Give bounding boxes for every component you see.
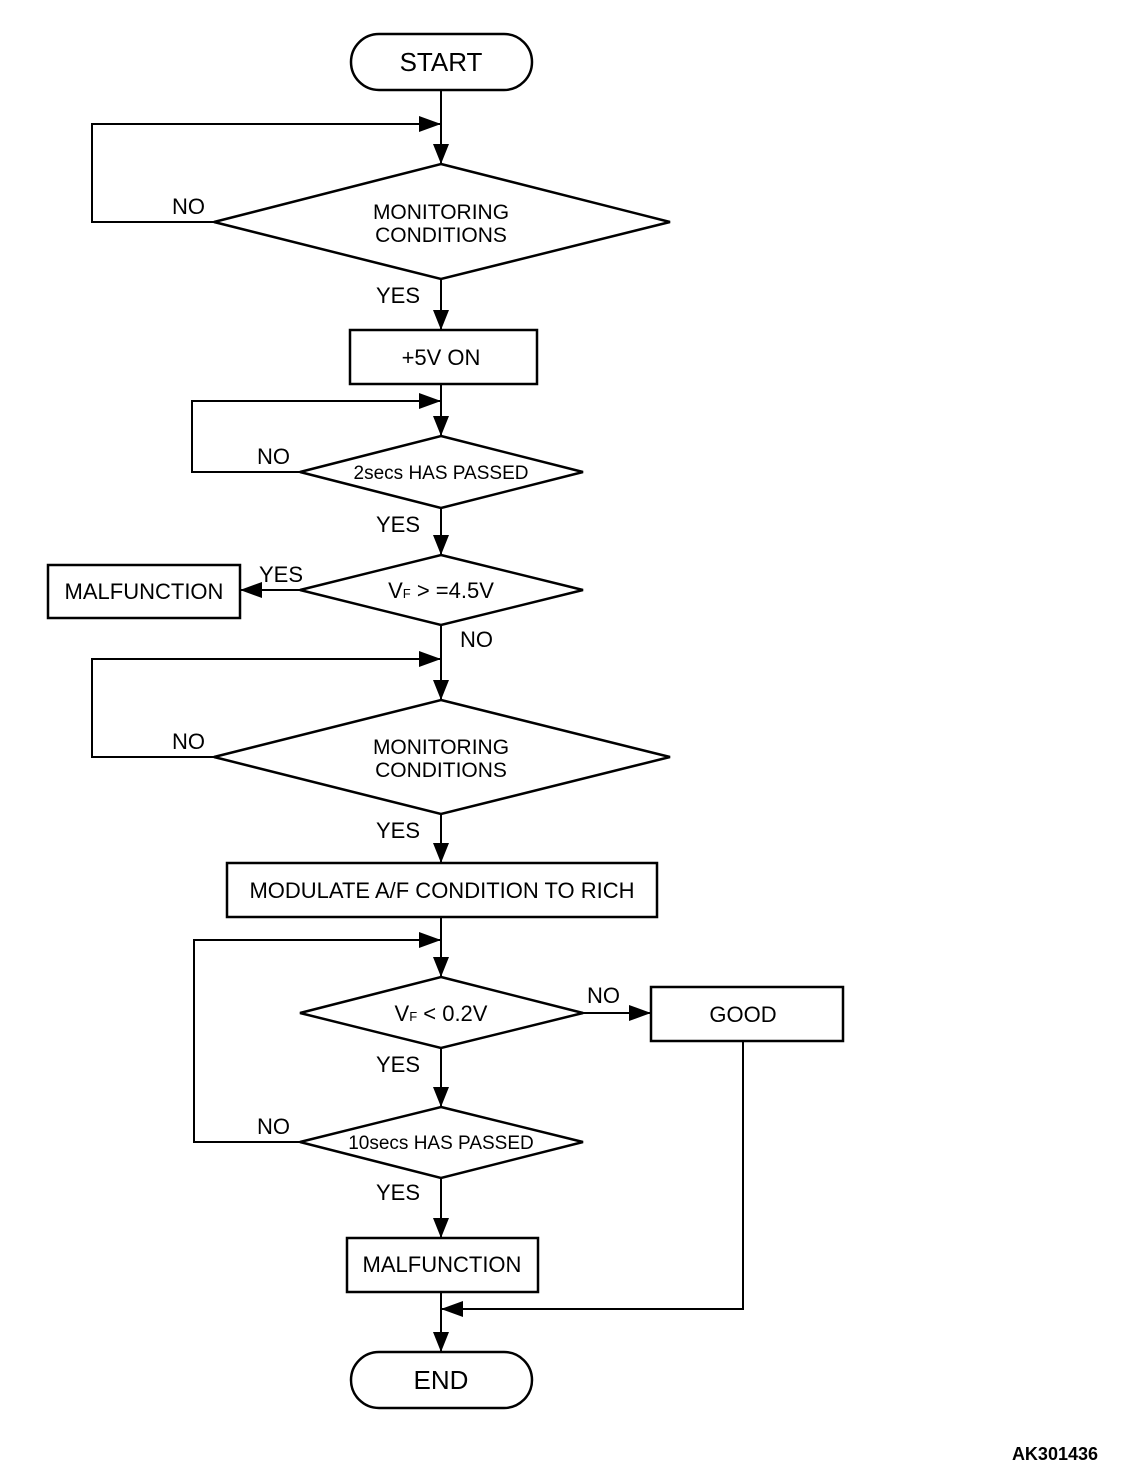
process-shape [348, 328, 539, 386]
arrowhead [419, 116, 441, 132]
arrowhead [240, 582, 262, 598]
power-on-label: +5V ON [402, 345, 481, 370]
monitoring-2-line2: CONDITIONS [375, 759, 507, 782]
arrowhead [433, 416, 449, 436]
wait-2s-label: 2secs HAS PASSED [354, 463, 529, 484]
arrowhead [629, 1005, 651, 1021]
arrowhead [433, 535, 449, 555]
decision-shape [299, 1105, 584, 1180]
label-no-vf-low: NO [587, 983, 620, 1008]
vf-high-condition: > =4.5V [411, 578, 495, 603]
arrowhead [419, 393, 441, 409]
label-yes-wait-10s: YES [376, 1180, 420, 1205]
vf-low-label: VF < 0.2V [395, 1001, 488, 1026]
decision-shape [213, 698, 671, 816]
vf-low-subscript: F [409, 1009, 417, 1024]
node-end: END [349, 1350, 534, 1410]
label-yes-wait-2s: YES [376, 512, 420, 537]
node-malfunction-2: MALFUNCTION [345, 1236, 540, 1294]
arrowhead [419, 651, 441, 667]
terminator-shape [349, 1350, 534, 1410]
label-yes-vf-low: YES [376, 1052, 420, 1077]
label-yes-vf-high: YES [259, 562, 303, 587]
vf-low-condition: < 0.2V [417, 1001, 488, 1026]
monitoring-1-line1: MONITORING [373, 201, 509, 224]
node-power-on: +5V ON [348, 328, 539, 386]
node-vf-high: VF > =4.5V [299, 553, 584, 627]
arrowhead [433, 843, 449, 863]
label-no-monitoring-2: NO [172, 729, 205, 754]
vf-high-subscript: F [403, 586, 411, 601]
edge-wait-2s-no-loop [191, 400, 441, 473]
arrowhead [433, 310, 449, 330]
decision-shape [299, 553, 584, 627]
arrowhead [441, 1301, 463, 1317]
label-no-wait-2s: NO [257, 444, 290, 469]
node-monitoring-conditions-2: MONITORING CONDITIONS [213, 698, 671, 816]
edge-monitoring-2-no-loop [91, 658, 441, 758]
good-label: GOOD [709, 1002, 776, 1027]
process-shape [649, 985, 845, 1043]
process-shape [46, 563, 242, 620]
arrowhead [433, 1332, 449, 1352]
label-no-vf-high: NO [460, 627, 493, 652]
vf-low-v: V [395, 1001, 410, 1026]
decision-shape [299, 975, 584, 1050]
wait-10s-label: 10secs HAS PASSED [348, 1133, 534, 1154]
terminator-shape [349, 32, 534, 92]
node-vf-low: VF < 0.2V [299, 975, 584, 1050]
malfunction-2-label: MALFUNCTION [363, 1252, 522, 1277]
vf-high-label: VF > =4.5V [388, 578, 494, 603]
label-yes-monitoring-1: YES [376, 283, 420, 308]
monitoring-1-line2: CONDITIONS [375, 224, 507, 247]
decision-shape [299, 434, 584, 510]
label-no-monitoring-1: NO [172, 194, 205, 219]
process-shape [225, 861, 659, 919]
edge-monitoring-1-no-loop [91, 123, 441, 223]
node-start: START [349, 32, 534, 92]
edge-wait-10s-no-loop [193, 939, 441, 1143]
process-shape [345, 1236, 540, 1294]
monitoring-2-line1: MONITORING [373, 736, 509, 759]
node-modulate: MODULATE A/F CONDITION TO RICH [225, 861, 659, 919]
label-yes-monitoring-2: YES [376, 818, 420, 843]
node-malfunction-1: MALFUNCTION [46, 563, 242, 620]
arrowhead [433, 1087, 449, 1107]
modulate-label: MODULATE A/F CONDITION TO RICH [249, 878, 634, 903]
vf-high-v: V [388, 578, 403, 603]
start-label: START [400, 47, 483, 77]
node-monitoring-conditions-1: MONITORING CONDITIONS [213, 162, 671, 281]
connectors [91, 90, 744, 1352]
arrowhead [419, 932, 441, 948]
branch-labels: NO YES NO YES YES NO NO YES NO YES NO YE… [172, 194, 620, 1205]
edge-good-to-end [441, 1041, 744, 1310]
decision-shape [213, 162, 671, 281]
node-wait-2s: 2secs HAS PASSED [299, 434, 584, 510]
node-good: GOOD [649, 985, 845, 1043]
arrowhead [433, 957, 449, 977]
malfunction-1-label: MALFUNCTION [65, 579, 224, 604]
end-label: END [414, 1365, 469, 1395]
figure-code: AK301436 [1012, 1444, 1098, 1464]
node-wait-10s: 10secs HAS PASSED [299, 1105, 584, 1180]
arrowhead [433, 680, 449, 700]
arrowhead [433, 1218, 449, 1238]
arrowhead [433, 144, 449, 164]
label-no-wait-10s: NO [257, 1114, 290, 1139]
